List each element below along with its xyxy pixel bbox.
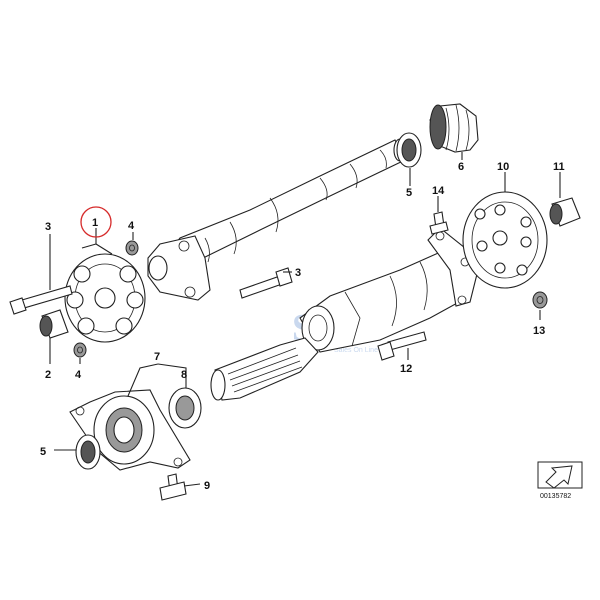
part-2-centering-sleeve: [39, 309, 69, 339]
callout-labels: 1 3 4 2 4 3 5 6 14 10 11 13 12 7 8 5 9: [40, 161, 565, 492]
callout-14: 14: [432, 185, 445, 197]
diagram-code: 00135782: [540, 493, 571, 500]
callout-1: 1: [92, 217, 98, 229]
part-4-nut-upper: [125, 240, 139, 256]
part-1-flex-disc: [64, 253, 146, 343]
direction-arrow-icon: [537, 461, 583, 489]
part-3-bolt-left: [9, 285, 73, 315]
part-13-nut: [532, 291, 548, 309]
highlight-circle: [80, 206, 112, 238]
splined-shaft: [210, 337, 319, 401]
callout-2: 2: [45, 369, 51, 381]
part-10-flex-disc-rear: [462, 191, 548, 289]
part-12-bolt: [377, 331, 427, 361]
callout-3-left: 3: [45, 221, 51, 233]
callout-6: 6: [458, 161, 464, 173]
part-8-bearing: [168, 387, 202, 429]
part-5-bearing-upper: [396, 132, 422, 168]
part-6-rubber-boot: [429, 103, 479, 153]
callout-8: 8: [181, 369, 187, 381]
callout-3-middle: 3: [295, 267, 301, 279]
part-9-bolt: [159, 473, 187, 501]
part-14-bolt: [429, 211, 449, 235]
part-11-centering-sleeve: [549, 197, 581, 227]
callout-4-upper: 4: [128, 220, 135, 232]
callout-7: 7: [154, 351, 160, 363]
callout-11: 11: [553, 161, 565, 173]
rear-shaft-section: [299, 249, 471, 353]
callout-10: 10: [497, 161, 509, 173]
watermark-tagline: Sales On Line: [334, 347, 378, 354]
part-5-bearing-lower: [75, 434, 101, 470]
callout-5-upper: 5: [406, 187, 412, 199]
callout-4-lower: 4: [75, 369, 82, 381]
leader-lines: [49, 152, 561, 487]
front-shaft-tube: [163, 138, 407, 263]
callout-13: 13: [533, 325, 545, 337]
front-yoke-flange: [147, 235, 211, 301]
part-4-nut-lower: [73, 342, 87, 358]
callout-9: 9: [204, 480, 210, 492]
callout-5-lower: 5: [40, 446, 46, 458]
callout-12: 12: [400, 363, 412, 375]
